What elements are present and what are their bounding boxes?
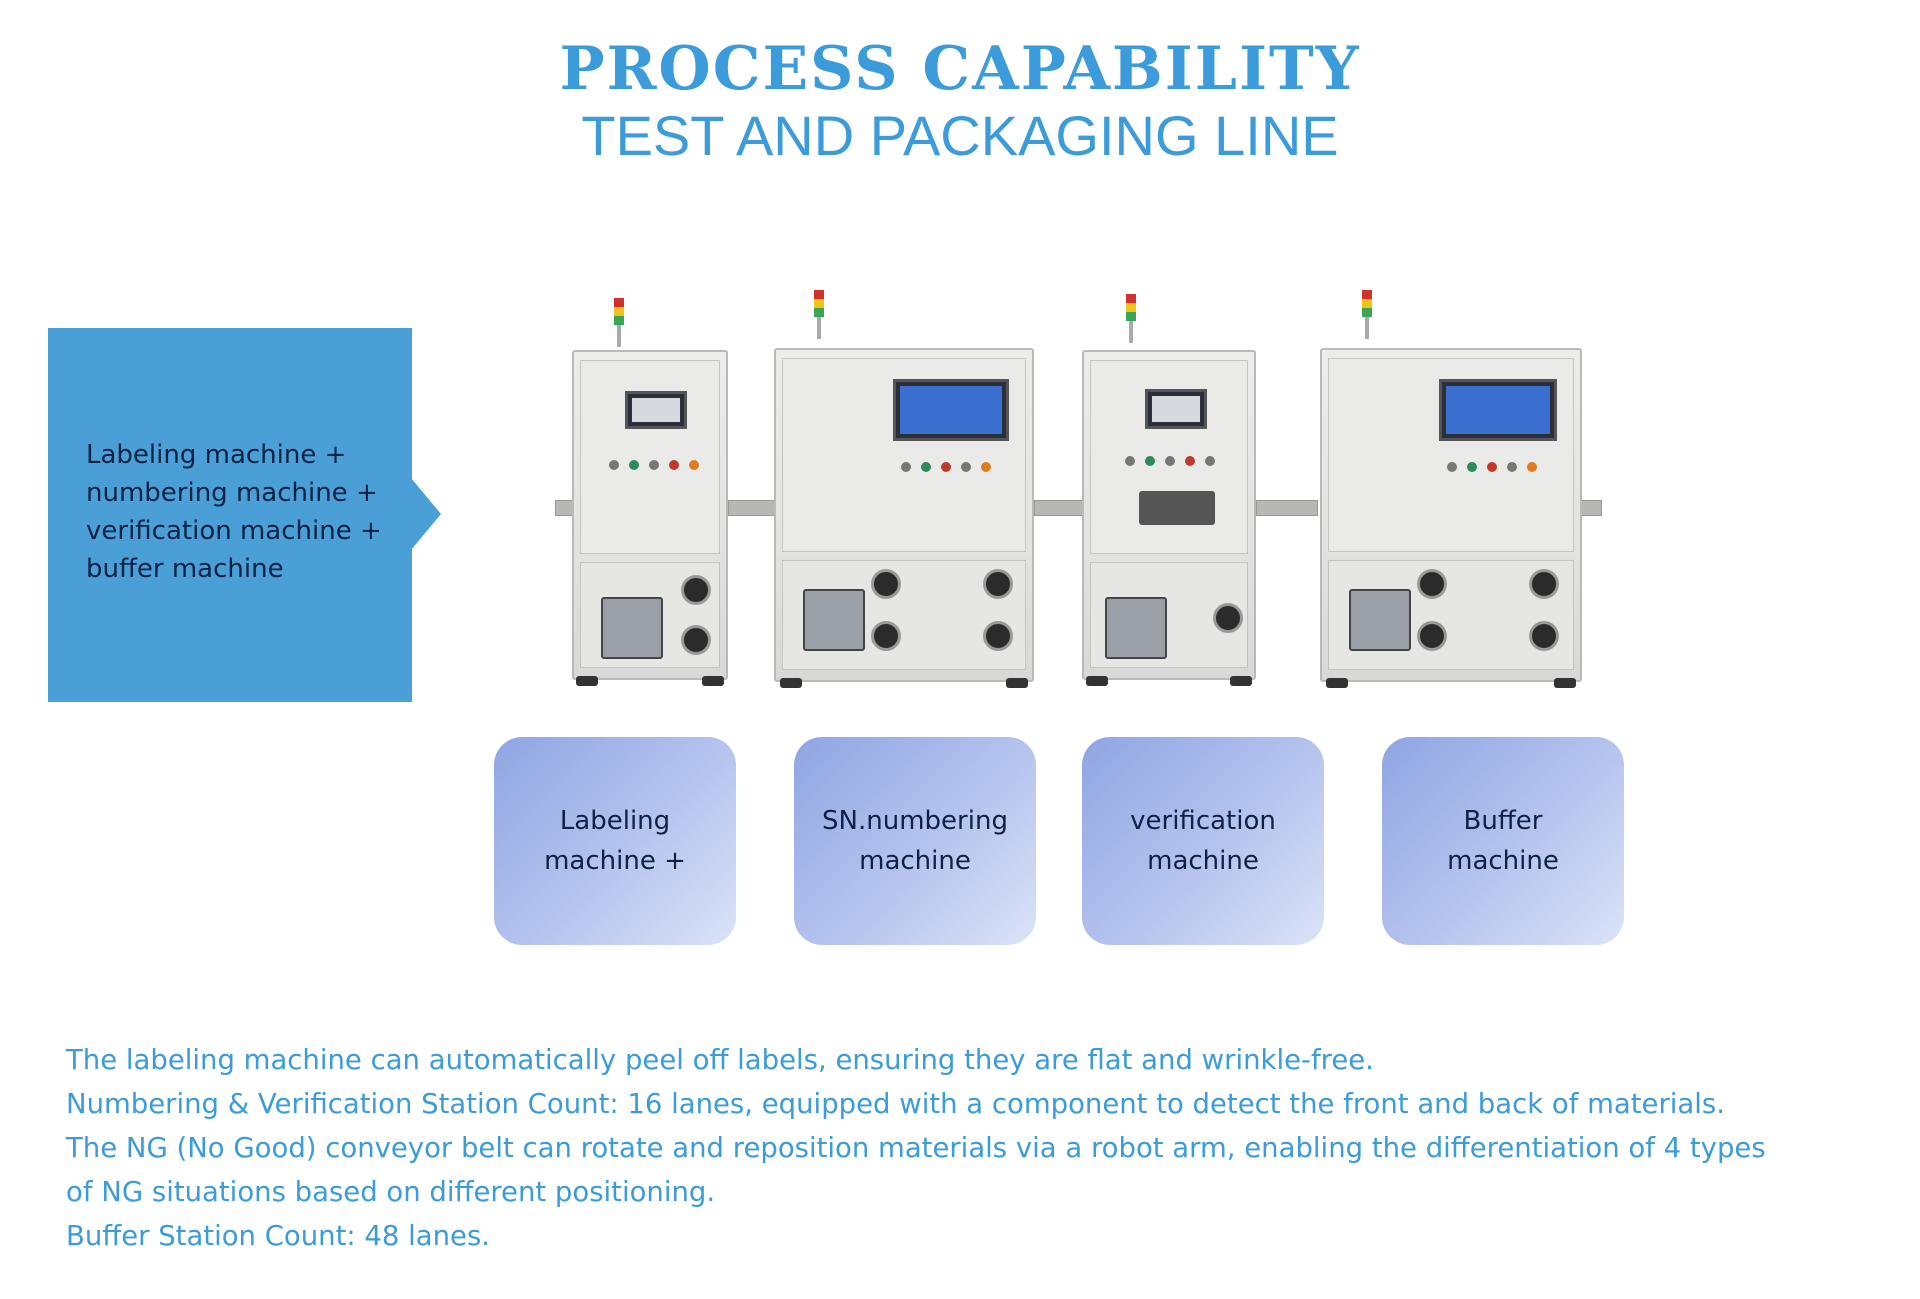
card-label: Labeling machine + [544, 806, 686, 876]
panel-display-icon [625, 391, 687, 429]
page-subtitle: TEST AND PACKAGING LINE [581, 104, 1339, 167]
card-buffer-machine: Buffer machine [1382, 737, 1624, 945]
card-label: SN.numbering machine [822, 806, 1008, 876]
labeling-machine-icon [572, 350, 728, 686]
card-labeling-machine: Labeling machine + [494, 737, 736, 945]
conveyor-4 [1256, 500, 1318, 516]
note-line: The labeling machine can automatically p… [66, 1044, 1374, 1076]
inspection-module-icon [1139, 491, 1215, 525]
fan-icon [871, 621, 901, 651]
signal-lamp-icon [614, 298, 624, 347]
touch-screen-icon [1145, 389, 1207, 429]
notes: The labeling machine can automatically p… [66, 1038, 1906, 1258]
note-line: Numbering & Verification Station Count: … [66, 1088, 1725, 1120]
conveyor-3 [1034, 500, 1084, 516]
signal-lamp-icon [1362, 290, 1372, 339]
signal-lamp-icon [1126, 294, 1136, 343]
fan-icon [1529, 569, 1559, 599]
verification-machine-icon [1082, 350, 1256, 686]
fan-icon [1213, 603, 1243, 633]
air-regulator-icon [1349, 589, 1411, 651]
signal-lamp-icon [814, 290, 824, 339]
page-title: PROCESS CAPABILITY [559, 34, 1361, 104]
control-buttons-icon [1447, 459, 1537, 475]
note-line: Buffer Station Count: 48 lanes. [66, 1220, 491, 1252]
fan-icon [1417, 621, 1447, 651]
control-buttons-icon [1125, 453, 1215, 469]
note-line: The NG (No Good) conveyor belt can rotat… [66, 1132, 1766, 1208]
card-label: verification machine [1130, 806, 1276, 876]
numbering-machine-icon [774, 348, 1034, 688]
summary-box [48, 328, 412, 702]
control-buttons-icon [609, 457, 699, 473]
summary-arrow-icon [411, 478, 441, 550]
fan-icon [871, 569, 901, 599]
fan-icon [983, 569, 1013, 599]
summary-text: Labeling machine + numbering machine + v… [86, 440, 382, 584]
touch-screen-icon [893, 379, 1009, 441]
touch-screen-icon [1439, 379, 1557, 441]
buffer-machine-icon [1320, 348, 1582, 688]
conveyor-2 [728, 500, 776, 516]
air-regulator-icon [1105, 597, 1167, 659]
fan-icon [1529, 621, 1559, 651]
fan-icon [681, 625, 711, 655]
fan-icon [681, 575, 711, 605]
air-regulator-icon [803, 589, 865, 651]
fan-icon [983, 621, 1013, 651]
control-buttons-icon [901, 459, 991, 475]
card-sn-numbering-machine: SN.numbering machine [794, 737, 1036, 945]
card-label: Buffer machine [1447, 806, 1559, 876]
card-verification-machine: verification machine [1082, 737, 1324, 945]
fan-icon [1417, 569, 1447, 599]
air-regulator-icon [601, 597, 663, 659]
